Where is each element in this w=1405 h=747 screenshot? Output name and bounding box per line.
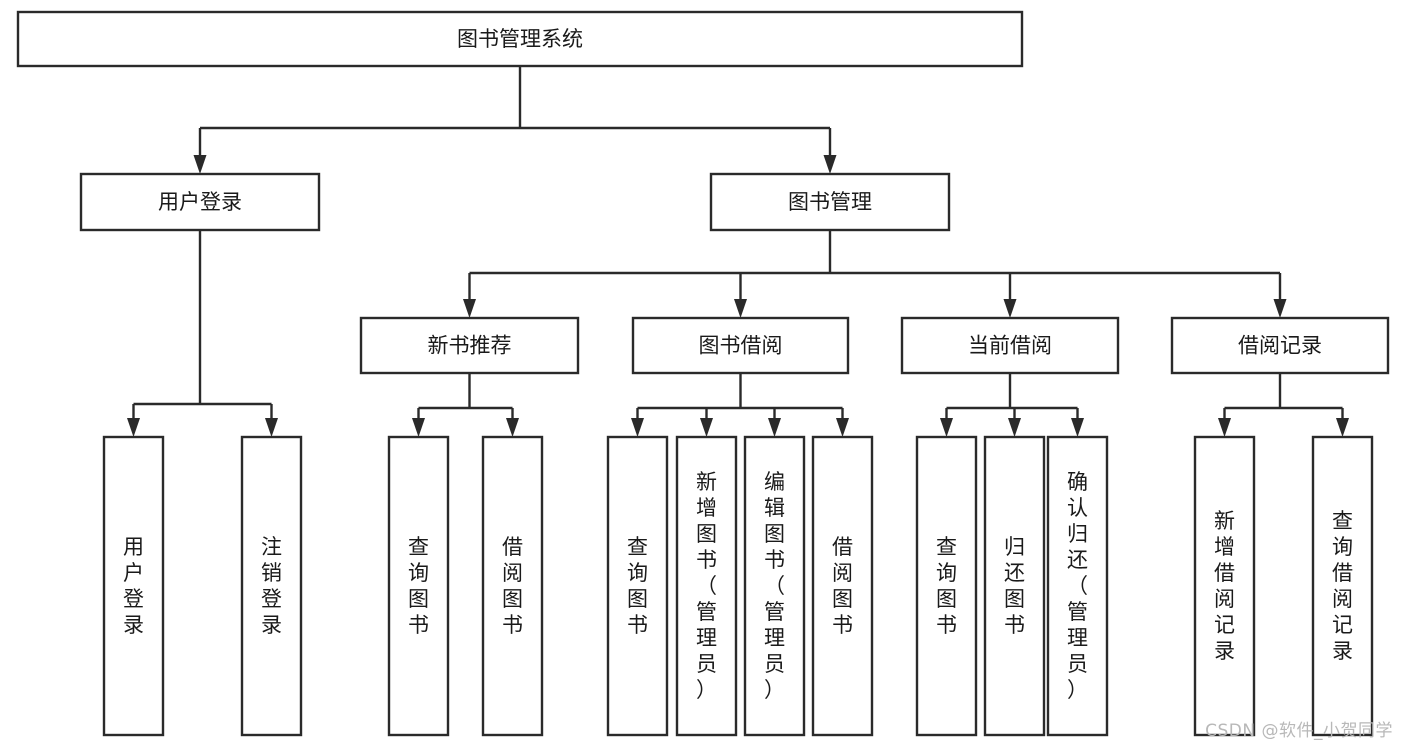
edge-arrow-icon [734, 299, 747, 318]
node-box[interactable] [1046, 435, 1109, 737]
node-leaf-user-login[interactable]: 用户登录 [102, 435, 165, 737]
node-label: 新增图书（管理员） [696, 470, 717, 702]
nodes-layer: 图书管理系统用户登录图书管理新书推荐图书借阅当前借阅借阅记录用户登录注销登录查询… [16, 10, 1390, 737]
edge-arrow-icon [700, 418, 713, 437]
edge-arrow-icon [1003, 299, 1017, 318]
node-label: 图书借阅 [699, 334, 783, 358]
node-box[interactable] [709, 172, 951, 232]
node-box[interactable] [631, 316, 850, 375]
node-box[interactable] [1311, 435, 1374, 737]
node-box[interactable] [675, 435, 738, 737]
node-box[interactable] [606, 435, 669, 737]
node-box[interactable] [743, 435, 806, 737]
node-box[interactable] [1170, 316, 1390, 375]
node-box[interactable] [240, 435, 303, 737]
node-box[interactable] [900, 316, 1120, 375]
node-label: 确认归还（管理员） [1067, 470, 1088, 702]
edge-arrow-icon [1218, 418, 1231, 437]
node-leaf-add-book[interactable]: 新增图书（管理员） [675, 435, 738, 737]
node-box[interactable] [915, 435, 978, 737]
node-leaf-query-record[interactable]: 查询借阅记录 [1311, 435, 1374, 737]
edge-arrow-icon [1071, 418, 1084, 437]
node-leaf-borrow-book-rec[interactable]: 借阅图书 [481, 435, 544, 737]
node-label: 借阅图书 [502, 535, 523, 637]
node-leaf-borrow-book[interactable]: 借阅图书 [811, 435, 874, 737]
edge-arrow-icon [193, 155, 207, 174]
node-user-login[interactable]: 用户登录 [79, 172, 321, 232]
node-box[interactable] [16, 10, 1024, 68]
edge-arrow-icon [506, 418, 519, 437]
node-leaf-add-record[interactable]: 新增借阅记录 [1193, 435, 1256, 737]
node-label: 借阅记录 [1238, 334, 1322, 358]
node-box[interactable] [102, 435, 165, 737]
node-label: 新书推荐 [428, 334, 512, 358]
node-leaf-confirm-return[interactable]: 确认归还（管理员） [1046, 435, 1109, 737]
node-label: 借阅图书 [832, 535, 853, 637]
node-book-borrow[interactable]: 图书借阅 [631, 316, 850, 375]
edge-arrow-icon [768, 418, 781, 437]
node-box[interactable] [811, 435, 874, 737]
node-leaf-edit-book[interactable]: 编辑图书（管理员） [743, 435, 806, 737]
node-root[interactable]: 图书管理系统 [16, 10, 1024, 68]
edge-arrow-icon [265, 418, 278, 437]
node-box[interactable] [1193, 435, 1256, 737]
edge-arrow-icon [1273, 299, 1287, 318]
node-leaf-return-book[interactable]: 归还图书 [983, 435, 1046, 737]
node-leaf-logout[interactable]: 注销登录 [240, 435, 303, 737]
node-box[interactable] [983, 435, 1046, 737]
node-label: 图书管理系统 [457, 27, 583, 51]
watermark-label: CSDN @软件_小贺同学 [1205, 721, 1393, 741]
edges-layer [127, 66, 1349, 437]
node-box[interactable] [481, 435, 544, 737]
node-label: 查询图书 [627, 535, 648, 637]
node-label: 用户登录 [158, 190, 242, 214]
node-book-manage[interactable]: 图书管理 [709, 172, 951, 232]
node-label: 当前借阅 [968, 334, 1052, 358]
node-label: 图书管理 [788, 190, 872, 214]
node-new-book-recommend[interactable]: 新书推荐 [359, 316, 580, 375]
node-label: 查询借阅记录 [1332, 509, 1353, 663]
edge-arrow-icon [1336, 418, 1349, 437]
node-leaf-query-book-rec[interactable]: 查询图书 [387, 435, 450, 737]
node-box[interactable] [79, 172, 321, 232]
node-label: 用户登录 [123, 535, 144, 637]
edge-arrow-icon [412, 418, 425, 437]
node-label: 查询图书 [408, 535, 429, 637]
edge-arrow-icon [631, 418, 644, 437]
node-label: 注销登录 [261, 535, 282, 637]
node-label: 查询图书 [936, 535, 957, 637]
node-label: 编辑图书（管理员） [764, 470, 785, 702]
edge-arrow-icon [823, 155, 837, 174]
node-label: 新增借阅记录 [1214, 509, 1235, 663]
node-label: 归还图书 [1004, 535, 1025, 637]
edge-arrow-icon [940, 418, 953, 437]
node-borrow-records[interactable]: 借阅记录 [1170, 316, 1390, 375]
node-current-borrow[interactable]: 当前借阅 [900, 316, 1120, 375]
edge-arrow-icon [463, 299, 476, 318]
node-box[interactable] [387, 435, 450, 737]
node-leaf-query-book-borrow[interactable]: 查询图书 [606, 435, 669, 737]
edge-arrow-icon [836, 418, 849, 437]
node-box[interactable] [359, 316, 580, 375]
edge-arrow-icon [127, 418, 140, 437]
edge-arrow-icon [1008, 418, 1021, 437]
node-leaf-query-book-current[interactable]: 查询图书 [915, 435, 978, 737]
